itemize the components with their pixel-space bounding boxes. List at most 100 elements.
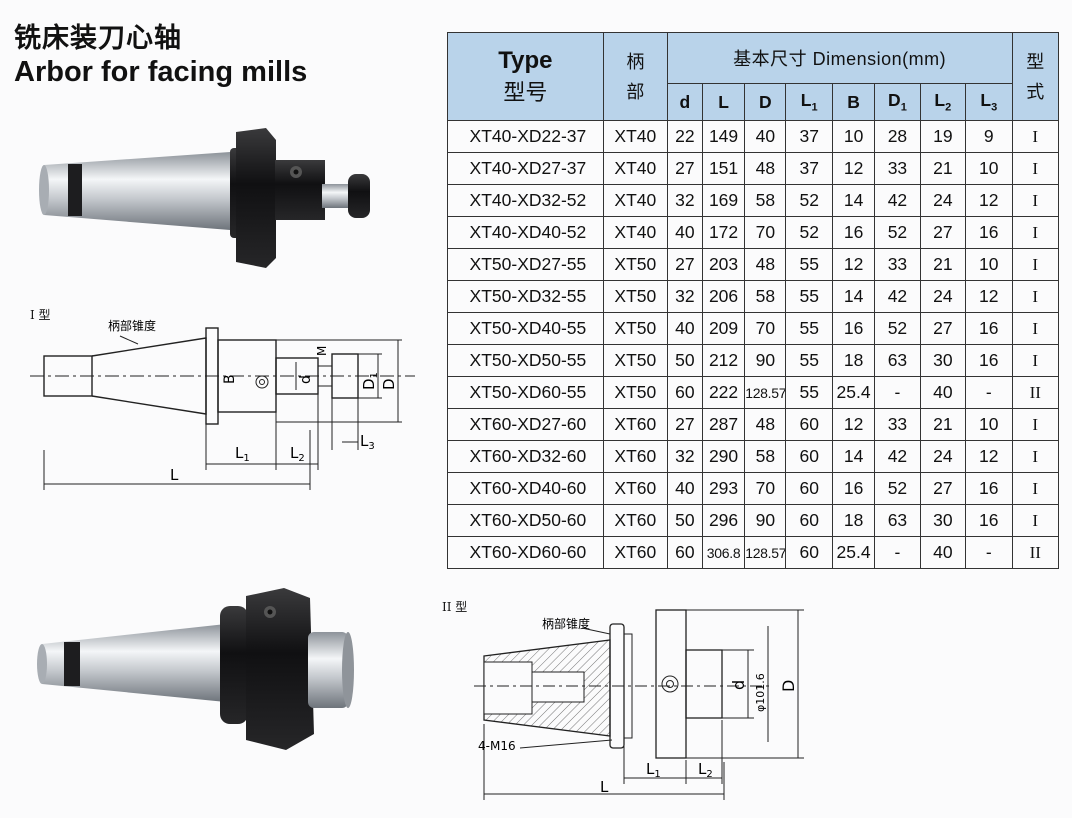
table-cell: 10 (831, 120, 876, 153)
drawing1-dim-L1: L1 (235, 444, 250, 464)
drawing1-dim-d: d (298, 375, 314, 384)
table-cell: 60 (785, 408, 833, 441)
table-cell: 33 (874, 408, 921, 441)
table-cell: 40 (666, 216, 703, 249)
table-cell: I (1011, 312, 1059, 345)
cell-model: XT40-XD22-37 (447, 120, 604, 153)
table-cell: 33 (874, 248, 921, 281)
table-cell: 52 (874, 216, 921, 249)
table-cell: 151 (701, 152, 746, 185)
table-cell: 28 (874, 120, 921, 153)
header-col-L: L (701, 83, 746, 121)
arbor-drawing-type-2: 柄部锥度 4-M16 L L1 L2 d φ101.6 D (474, 609, 804, 800)
table-cell: 27 (919, 216, 967, 249)
table-cell: 25.4 (831, 536, 876, 569)
table-cell: I (1011, 152, 1059, 185)
cell-model: XT50-XD32-55 (447, 280, 604, 313)
table-cell: 52 (785, 184, 833, 217)
header-dimension: 基本尺寸 Dimension(mm) (666, 32, 1013, 84)
table-cell: 55 (785, 376, 833, 409)
table-cell: II (1011, 376, 1059, 409)
table-cell: 58 (744, 280, 787, 313)
cell-shank: XT60 (602, 408, 668, 441)
table-cell: 209 (701, 312, 746, 345)
table-cell: II (1011, 536, 1059, 569)
table-cell: - (965, 376, 1013, 409)
drawing2-dim-D: D (779, 680, 798, 692)
table-cell: 40 (666, 472, 703, 505)
table-cell: 24 (919, 440, 967, 473)
table-cell: 128.57 (744, 376, 787, 409)
table-cell: 24 (919, 280, 967, 313)
table-cell: 32 (666, 280, 703, 313)
cell-model: XT50-XD40-55 (447, 312, 604, 345)
table-cell: 10 (965, 408, 1013, 441)
drawing2-dim-phi: φ101.6 (754, 673, 767, 712)
arbor-drawing-type-1: 柄部锥度 L L1 L2 L3 B d M D1 D (30, 318, 415, 490)
table-cell: I (1011, 248, 1059, 281)
table-cell: 27 (919, 472, 967, 505)
table-cell: 296 (701, 504, 746, 537)
table-cell: 212 (701, 344, 746, 377)
table-cell: 10 (965, 248, 1013, 281)
table-cell: 90 (744, 504, 787, 537)
drawing1-dim-L2: L2 (290, 444, 305, 464)
table-cell: 70 (744, 216, 787, 249)
table-cell: 27 (919, 312, 967, 345)
drawing2-taper-label: 柄部锥度 (542, 616, 590, 631)
cell-model: XT60-XD27-60 (447, 408, 604, 441)
table-cell: 16 (965, 312, 1013, 345)
cell-model: XT60-XD32-60 (447, 440, 604, 473)
drawing2-dim-L1: L1 (646, 760, 661, 780)
table-cell: 293 (701, 472, 746, 505)
table-cell: 14 (831, 184, 876, 217)
table-cell: I (1011, 440, 1059, 473)
header-col-L3: L3 (965, 83, 1013, 121)
table-cell: 48 (744, 248, 787, 281)
table-cell: 60 (785, 536, 833, 569)
table-cell: 60 (785, 440, 833, 473)
table-cell: 16 (965, 344, 1013, 377)
table-cell: 18 (831, 504, 876, 537)
table-cell: 40 (919, 536, 967, 569)
table-cell: 52 (874, 312, 921, 345)
drawing2-type-label: II 型 (442, 600, 468, 614)
table-cell: - (874, 376, 921, 409)
table-cell: 172 (701, 216, 746, 249)
table-cell: 18 (831, 344, 876, 377)
cell-shank: XT50 (602, 312, 668, 345)
table-cell: 16 (831, 216, 876, 249)
table-cell: 50 (666, 344, 703, 377)
cell-model: XT50-XD60-55 (447, 376, 604, 409)
table-cell: I (1011, 184, 1059, 217)
table-cell: 60 (785, 472, 833, 505)
table-cell: I (1011, 280, 1059, 313)
table-cell: 40 (744, 120, 787, 153)
table-cell: 21 (919, 248, 967, 281)
table-cell: 55 (785, 280, 833, 313)
table-cell: 32 (666, 184, 703, 217)
table-cell: 16 (965, 216, 1013, 249)
table-cell: 42 (874, 440, 921, 473)
table-cell: 48 (744, 152, 787, 185)
table-cell: 203 (701, 248, 746, 281)
table-cell: 27 (666, 248, 703, 281)
table-cell: 12 (831, 408, 876, 441)
table-cell: 42 (874, 280, 921, 313)
cell-model: XT50-XD50-55 (447, 344, 604, 377)
table-cell: I (1011, 472, 1059, 505)
cell-shank: XT40 (602, 216, 668, 249)
drawing1-dim-D1: D1 (360, 372, 380, 390)
table-cell: I (1011, 344, 1059, 377)
cell-model: XT40-XD27-37 (447, 152, 604, 185)
header-col-L2: L2 (919, 83, 967, 121)
